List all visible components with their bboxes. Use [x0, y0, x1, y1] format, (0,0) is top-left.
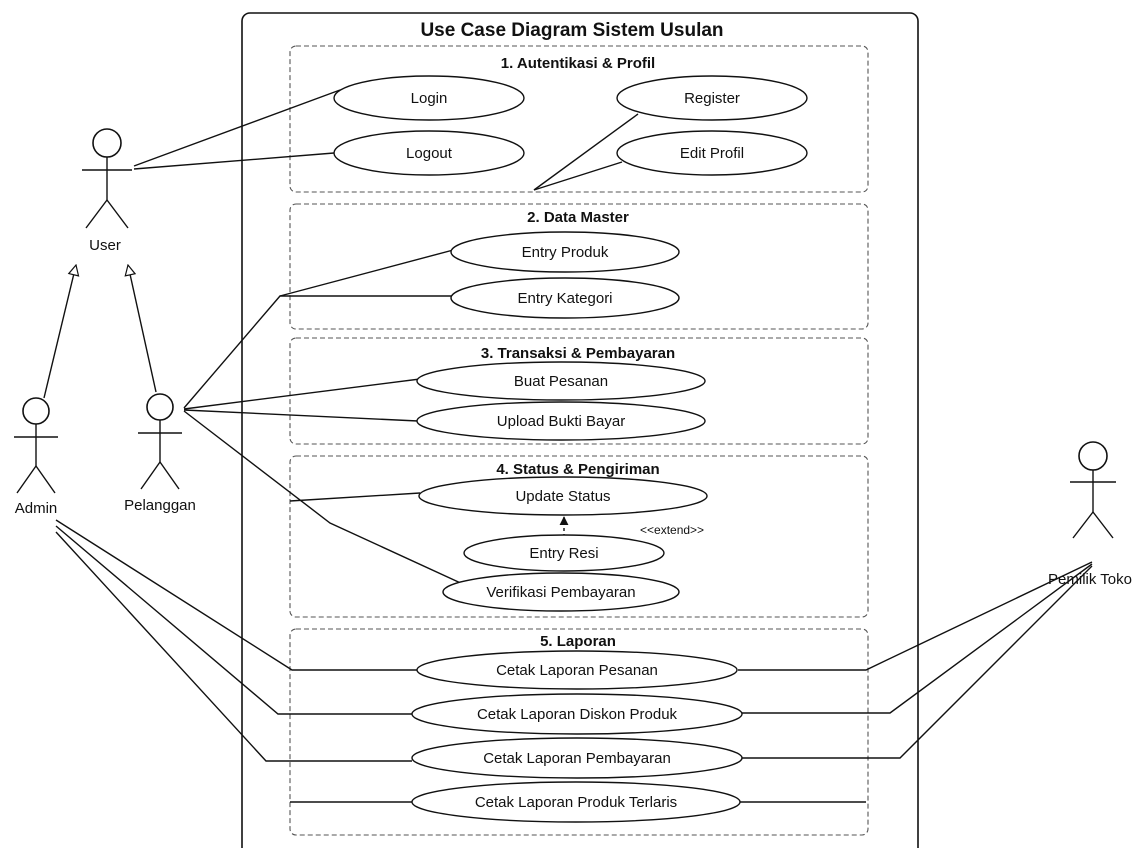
actor-pelanggan-label: Pelanggan [124, 497, 196, 514]
actor-admin-label: Admin [15, 500, 58, 517]
assoc-register [533, 113, 639, 191]
usecase-register-label: Register [684, 90, 740, 107]
diagram-title: Use Case Diagram Sistem Usulan [420, 20, 723, 41]
actor-pelanggan-head-icon [146, 393, 174, 421]
usecase-lap-diskon-label: Cetak Laporan Diskon Produk [477, 706, 678, 723]
assoc-update-status [289, 492, 421, 502]
assoc-pemilik-lap-diskon [742, 563, 1093, 714]
usecase-lap-pembayaran-label: Cetak Laporan Pembayaran [483, 750, 671, 767]
usecase-entry-produk-label: Entry Produk [522, 244, 609, 261]
usecase-lap-terlaris[interactable] [411, 781, 741, 823]
assoc-admin-lap-pembayaran [55, 531, 412, 762]
package-status-title: 4. Status & Pengiriman [496, 461, 659, 478]
usecase-login[interactable] [333, 75, 525, 121]
usecase-login-label: Login [411, 90, 448, 107]
usecase-update-status-label: Update Status [515, 488, 610, 505]
usecase-logout[interactable] [333, 130, 525, 176]
usecase-upload-bukti[interactable] [416, 401, 706, 441]
generalization-admin-user [43, 265, 76, 399]
assoc-buat-pesanan [183, 378, 421, 410]
assoc-pemilik-lap-pembayaran [742, 565, 1093, 759]
actor-user-label: User [89, 237, 121, 254]
actor-pemilik-toko-head-icon [1078, 441, 1108, 471]
actor-admin-head-icon [22, 397, 50, 425]
usecase-lap-diskon[interactable] [411, 693, 743, 735]
usecase-lap-terlaris-label: Cetak Laporan Produk Terlaris [475, 794, 677, 811]
package-transaksi-title: 3. Transaksi & Pembayaran [481, 345, 675, 362]
usecase-edit-profil[interactable] [616, 130, 808, 176]
package-auth-title: 1. Autentikasi & Profil [501, 55, 655, 72]
package-transaksi [289, 337, 869, 445]
usecase-verifikasi[interactable] [442, 572, 680, 612]
assoc-pemilik-lap-pesanan [738, 561, 1093, 671]
assoc-admin-lap-pesanan [55, 519, 418, 671]
actor-pelanggan[interactable] [138, 393, 182, 490]
usecase-upload-bukti-label: Upload Bukti Bayar [497, 413, 625, 430]
usecase-update-status[interactable] [418, 476, 708, 516]
assoc-upload-bukti [183, 409, 419, 422]
usecase-entry-resi-label: Entry Resi [529, 545, 598, 562]
actor-user[interactable] [82, 128, 132, 229]
package-master-title: 2. Data Master [527, 209, 629, 226]
usecase-lap-pembayaran[interactable] [411, 737, 743, 779]
assoc-entry-produk [279, 248, 458, 297]
usecase-buat-pesanan-label: Buat Pesanan [514, 373, 608, 390]
package-status [289, 455, 869, 618]
system-boundary [241, 12, 919, 848]
package-master [289, 203, 869, 330]
usecase-buat-pesanan[interactable] [416, 361, 706, 401]
usecase-verifikasi-label: Verifikasi Pembayaran [486, 584, 635, 601]
usecase-entry-resi[interactable] [463, 534, 665, 572]
assoc-verifikasi [183, 410, 479, 592]
extend-stereotype: <<extend>> [640, 523, 704, 537]
actor-pemilik-toko-label: Pemilik Toko [1048, 571, 1132, 588]
assoc-admin-lap-diskon [55, 525, 412, 715]
usecase-logout-label: Logout [406, 145, 453, 162]
package-laporan [289, 628, 869, 836]
assoc-user-login [133, 89, 341, 167]
usecase-lap-pesanan-label: Cetak Laporan Pesanan [496, 662, 658, 679]
usecase-entry-kategori-label: Entry Kategori [517, 290, 612, 307]
package-laporan-title: 5. Laporan [540, 633, 616, 650]
usecase-entry-kategori[interactable] [450, 277, 680, 319]
actor-admin[interactable] [14, 397, 58, 494]
usecase-edit-profil-label: Edit Profil [680, 145, 744, 162]
usecase-lap-pesanan[interactable] [416, 650, 738, 690]
usecase-entry-produk[interactable] [450, 231, 680, 273]
generalization-pelanggan-user [128, 265, 157, 393]
actor-pemilik-toko[interactable] [1070, 441, 1116, 539]
actor-user-head-icon [92, 128, 122, 158]
usecase-register[interactable] [616, 75, 808, 121]
assoc-edit-profil [533, 161, 623, 191]
package-auth [289, 45, 869, 193]
assoc-user-logout [133, 152, 335, 170]
